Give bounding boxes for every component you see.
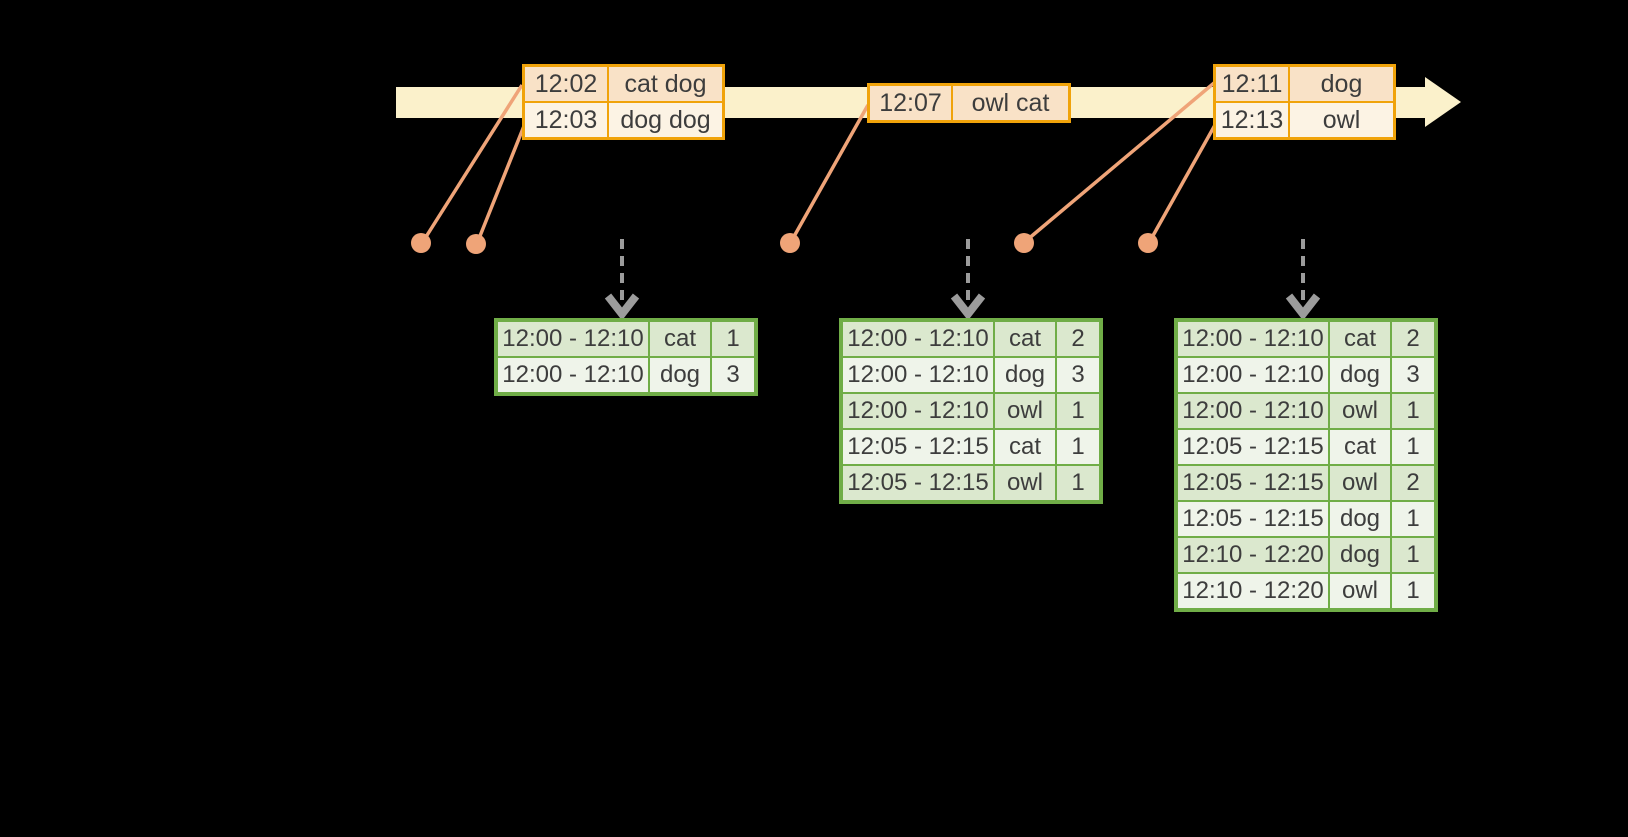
window-cell: 12:00 - 12:10 (1175, 392, 1330, 430)
count-cell: 1 (1390, 572, 1437, 611)
event-time-cell: 12:07 (867, 83, 953, 123)
event-row: 12:02 cat dog (522, 64, 725, 103)
count-cell: 1 (1390, 392, 1437, 430)
event-table-2: 12:07 owl cat (867, 83, 1071, 123)
window-cell: 12:05 - 12:15 (840, 428, 995, 466)
result-row: 12:00 - 12:10 owl 1 (840, 392, 1102, 430)
word-cell: cat (648, 319, 712, 358)
count-cell: 1 (1055, 428, 1102, 466)
word-cell: dog (648, 356, 712, 395)
window-cell: 12:00 - 12:10 (1175, 356, 1330, 394)
result-row: 12:00 - 12:10 dog 3 (495, 356, 757, 395)
window-cell: 12:05 - 12:15 (840, 464, 995, 503)
count-cell: 2 (1390, 319, 1437, 358)
result-row: 12:05 - 12:15 owl 1 (840, 464, 1102, 503)
count-cell: 1 (1390, 428, 1437, 466)
event-connector-line (1148, 124, 1217, 242)
event-connector-line (1025, 81, 1216, 242)
event-words-cell: owl cat (951, 83, 1071, 123)
arrow-down-icon (604, 293, 640, 321)
word-cell: dog (1328, 536, 1392, 574)
arrow-down-icon (950, 293, 986, 321)
count-cell: 3 (1390, 356, 1437, 394)
window-cell: 12:05 - 12:15 (1175, 428, 1330, 466)
window-cell: 12:00 - 12:10 (840, 356, 995, 394)
result-row: 12:00 - 12:10 dog 3 (1175, 356, 1437, 394)
result-table-1: 12:00 - 12:10 cat 1 12:00 - 12:10 dog 3 (494, 318, 758, 396)
trigger-arrows (604, 239, 1321, 321)
result-row: 12:05 - 12:15 dog 1 (1175, 500, 1437, 538)
arrow-down-icon (1285, 293, 1321, 321)
window-cell: 12:05 - 12:15 (1175, 500, 1330, 538)
count-cell: 2 (1390, 464, 1437, 502)
count-cell: 1 (1055, 464, 1102, 503)
count-cell: 1 (1390, 536, 1437, 574)
window-cell: 12:05 - 12:15 (1175, 464, 1330, 502)
word-cell: owl (993, 392, 1057, 430)
event-words-cell: owl (1288, 101, 1396, 140)
result-row: 12:00 - 12:10 cat 1 (495, 319, 757, 358)
word-cell: dog (993, 356, 1057, 394)
word-cell: owl (993, 464, 1057, 503)
event-time-cell: 12:11 (1213, 64, 1290, 103)
word-cell: owl (1328, 464, 1392, 502)
word-cell: dog (1328, 356, 1392, 394)
word-cell: owl (1328, 572, 1392, 611)
window-cell: 12:00 - 12:10 (495, 356, 650, 395)
event-time-cell: 12:13 (1213, 101, 1290, 140)
window-cell: 12:00 - 12:10 (495, 319, 650, 358)
event-row: 12:11 dog (1213, 64, 1396, 103)
event-time-cell: 12:02 (522, 64, 609, 103)
result-row: 12:00 - 12:10 cat 2 (1175, 319, 1437, 358)
result-row: 12:05 - 12:15 cat 1 (840, 428, 1102, 466)
word-cell: cat (993, 319, 1057, 358)
arrow-right-icon (1425, 77, 1461, 127)
event-marker-dot (1014, 233, 1034, 253)
count-cell: 1 (710, 319, 757, 358)
window-cell: 12:00 - 12:10 (840, 319, 995, 358)
word-cell: owl (1328, 392, 1392, 430)
result-row: 12:05 - 12:15 cat 1 (1175, 428, 1437, 466)
window-cell: 12:00 - 12:10 (1175, 319, 1330, 358)
event-words-cell: cat dog (607, 64, 725, 103)
event-row: 12:13 owl (1213, 101, 1396, 140)
window-cell: 12:10 - 12:20 (1175, 572, 1330, 611)
event-marker-dots (411, 233, 1158, 254)
result-table-3: 12:00 - 12:10 cat 2 12:00 - 12:10 dog 3 … (1174, 318, 1438, 612)
count-cell: 3 (710, 356, 757, 395)
window-cell: 12:00 - 12:10 (840, 392, 995, 430)
result-row: 12:00 - 12:10 dog 3 (840, 356, 1102, 394)
event-row: 12:07 owl cat (867, 83, 1071, 123)
event-marker-dot (1138, 233, 1158, 253)
result-table-2: 12:00 - 12:10 cat 2 12:00 - 12:10 dog 3 … (839, 318, 1103, 504)
result-row: 12:10 - 12:20 owl 1 (1175, 572, 1437, 611)
count-cell: 2 (1055, 319, 1102, 358)
event-marker-dot (780, 233, 800, 253)
event-table-1: 12:02 cat dog 12:03 dog dog (522, 64, 725, 140)
event-row: 12:03 dog dog (522, 101, 725, 140)
word-cell: cat (993, 428, 1057, 466)
result-row: 12:05 - 12:15 owl 2 (1175, 464, 1437, 502)
word-cell: cat (1328, 319, 1392, 358)
event-connector-lines (422, 81, 1217, 242)
word-cell: dog (1328, 500, 1392, 538)
result-row: 12:10 - 12:20 dog 1 (1175, 536, 1437, 574)
event-marker-dot (466, 234, 486, 254)
event-connector-line (422, 84, 524, 241)
event-table-3: 12:11 dog 12:13 owl (1213, 64, 1396, 140)
event-connector-line (790, 104, 870, 241)
count-cell: 1 (1055, 392, 1102, 430)
window-cell: 12:10 - 12:20 (1175, 536, 1330, 574)
result-row: 12:00 - 12:10 owl 1 (1175, 392, 1437, 430)
count-cell: 1 (1390, 500, 1437, 538)
event-marker-dot (411, 233, 431, 253)
event-connector-line (476, 125, 526, 242)
event-time-cell: 12:03 (522, 101, 609, 140)
event-words-cell: dog dog (607, 101, 725, 140)
result-row: 12:00 - 12:10 cat 2 (840, 319, 1102, 358)
event-words-cell: dog (1288, 64, 1396, 103)
count-cell: 3 (1055, 356, 1102, 394)
word-cell: cat (1328, 428, 1392, 466)
